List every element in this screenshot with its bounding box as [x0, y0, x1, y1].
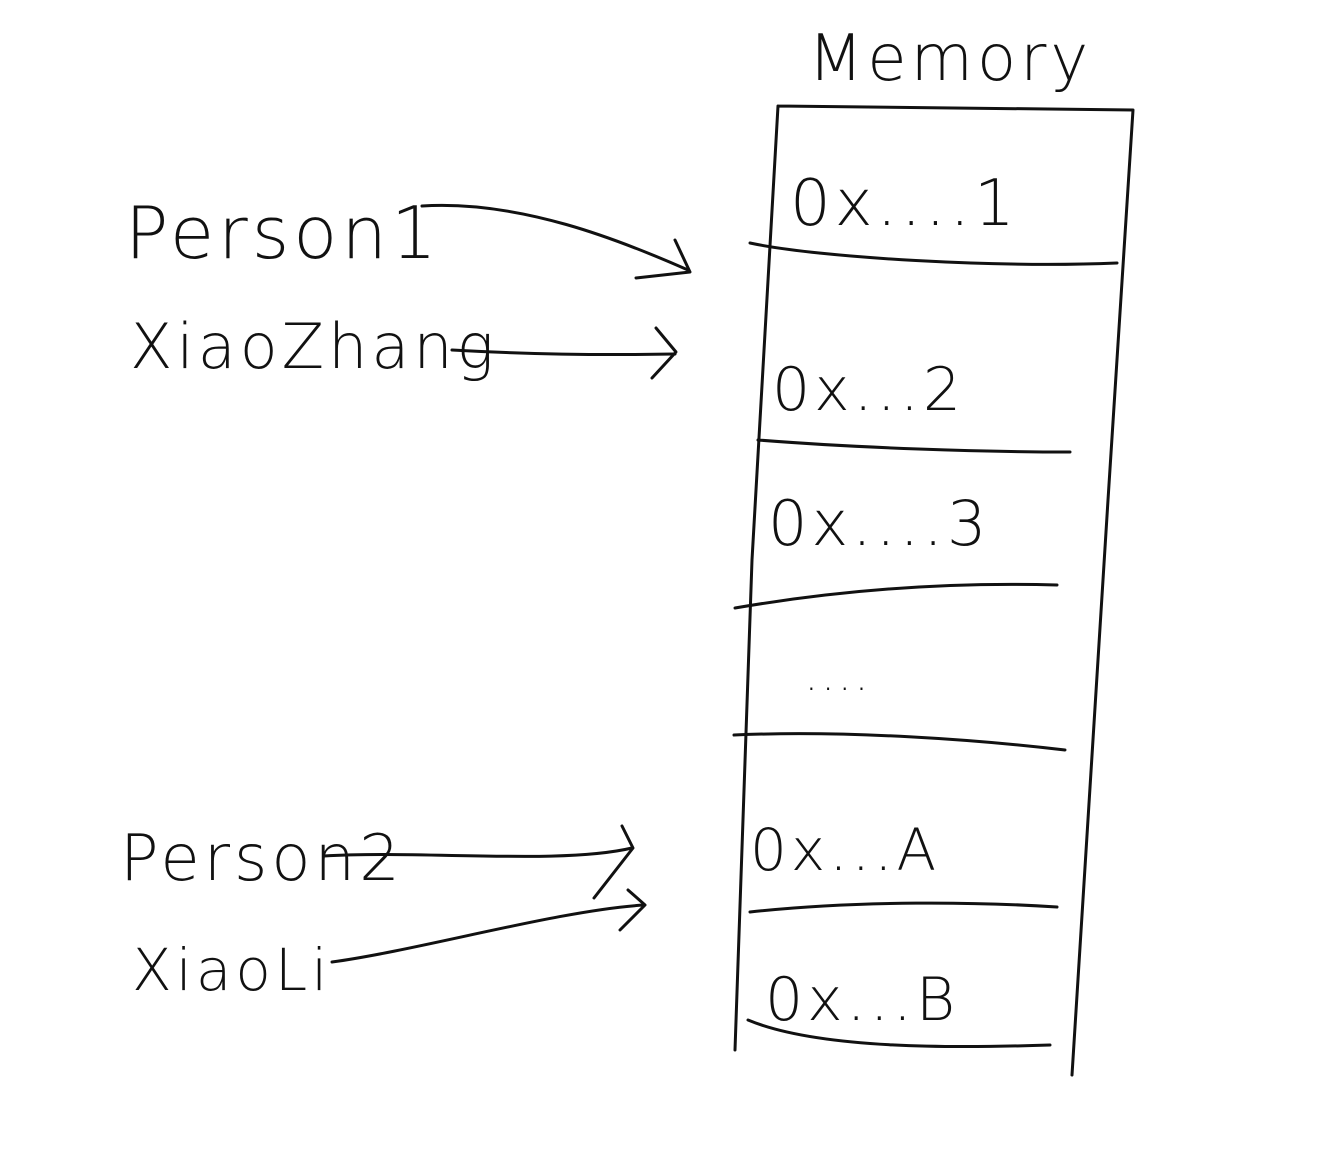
cell-label-b: 0x...B: [765, 965, 959, 1035]
cell-label-1: 0x....1: [790, 167, 1019, 241]
variable-label-person2: Person2: [120, 822, 404, 896]
cell-label-gap: ....: [805, 654, 872, 700]
cell-label-a: 0x...A: [750, 816, 940, 884]
cell-divider-2: [756, 438, 1072, 454]
cell-divider-6: [746, 1018, 1052, 1049]
variable-label-person1: Person1: [125, 191, 441, 275]
arrow-xiaoli-to-cell-a: [330, 888, 647, 964]
cell-divider-4: [732, 732, 1067, 752]
cell-divider-3: [733, 582, 1059, 610]
arrow-xiaozhang-to-cell-1: [450, 326, 678, 380]
variable-label-xiaoli: XiaoLi: [132, 936, 331, 1004]
memory-heading: Memory: [808, 22, 1092, 96]
arrow-person1-to-cell-1: [420, 203, 692, 280]
cell-divider-5: [748, 901, 1059, 914]
variable-label-xiaozhang: XiaoZhang: [130, 310, 498, 383]
arrow-person2-to-cell-a: [322, 824, 635, 900]
cell-label-3: 0x....3: [768, 487, 990, 560]
memory-column-outline: [733, 104, 1135, 1077]
cell-label-2: 0x...2: [772, 355, 965, 425]
cell-divider-1: [748, 241, 1119, 266]
